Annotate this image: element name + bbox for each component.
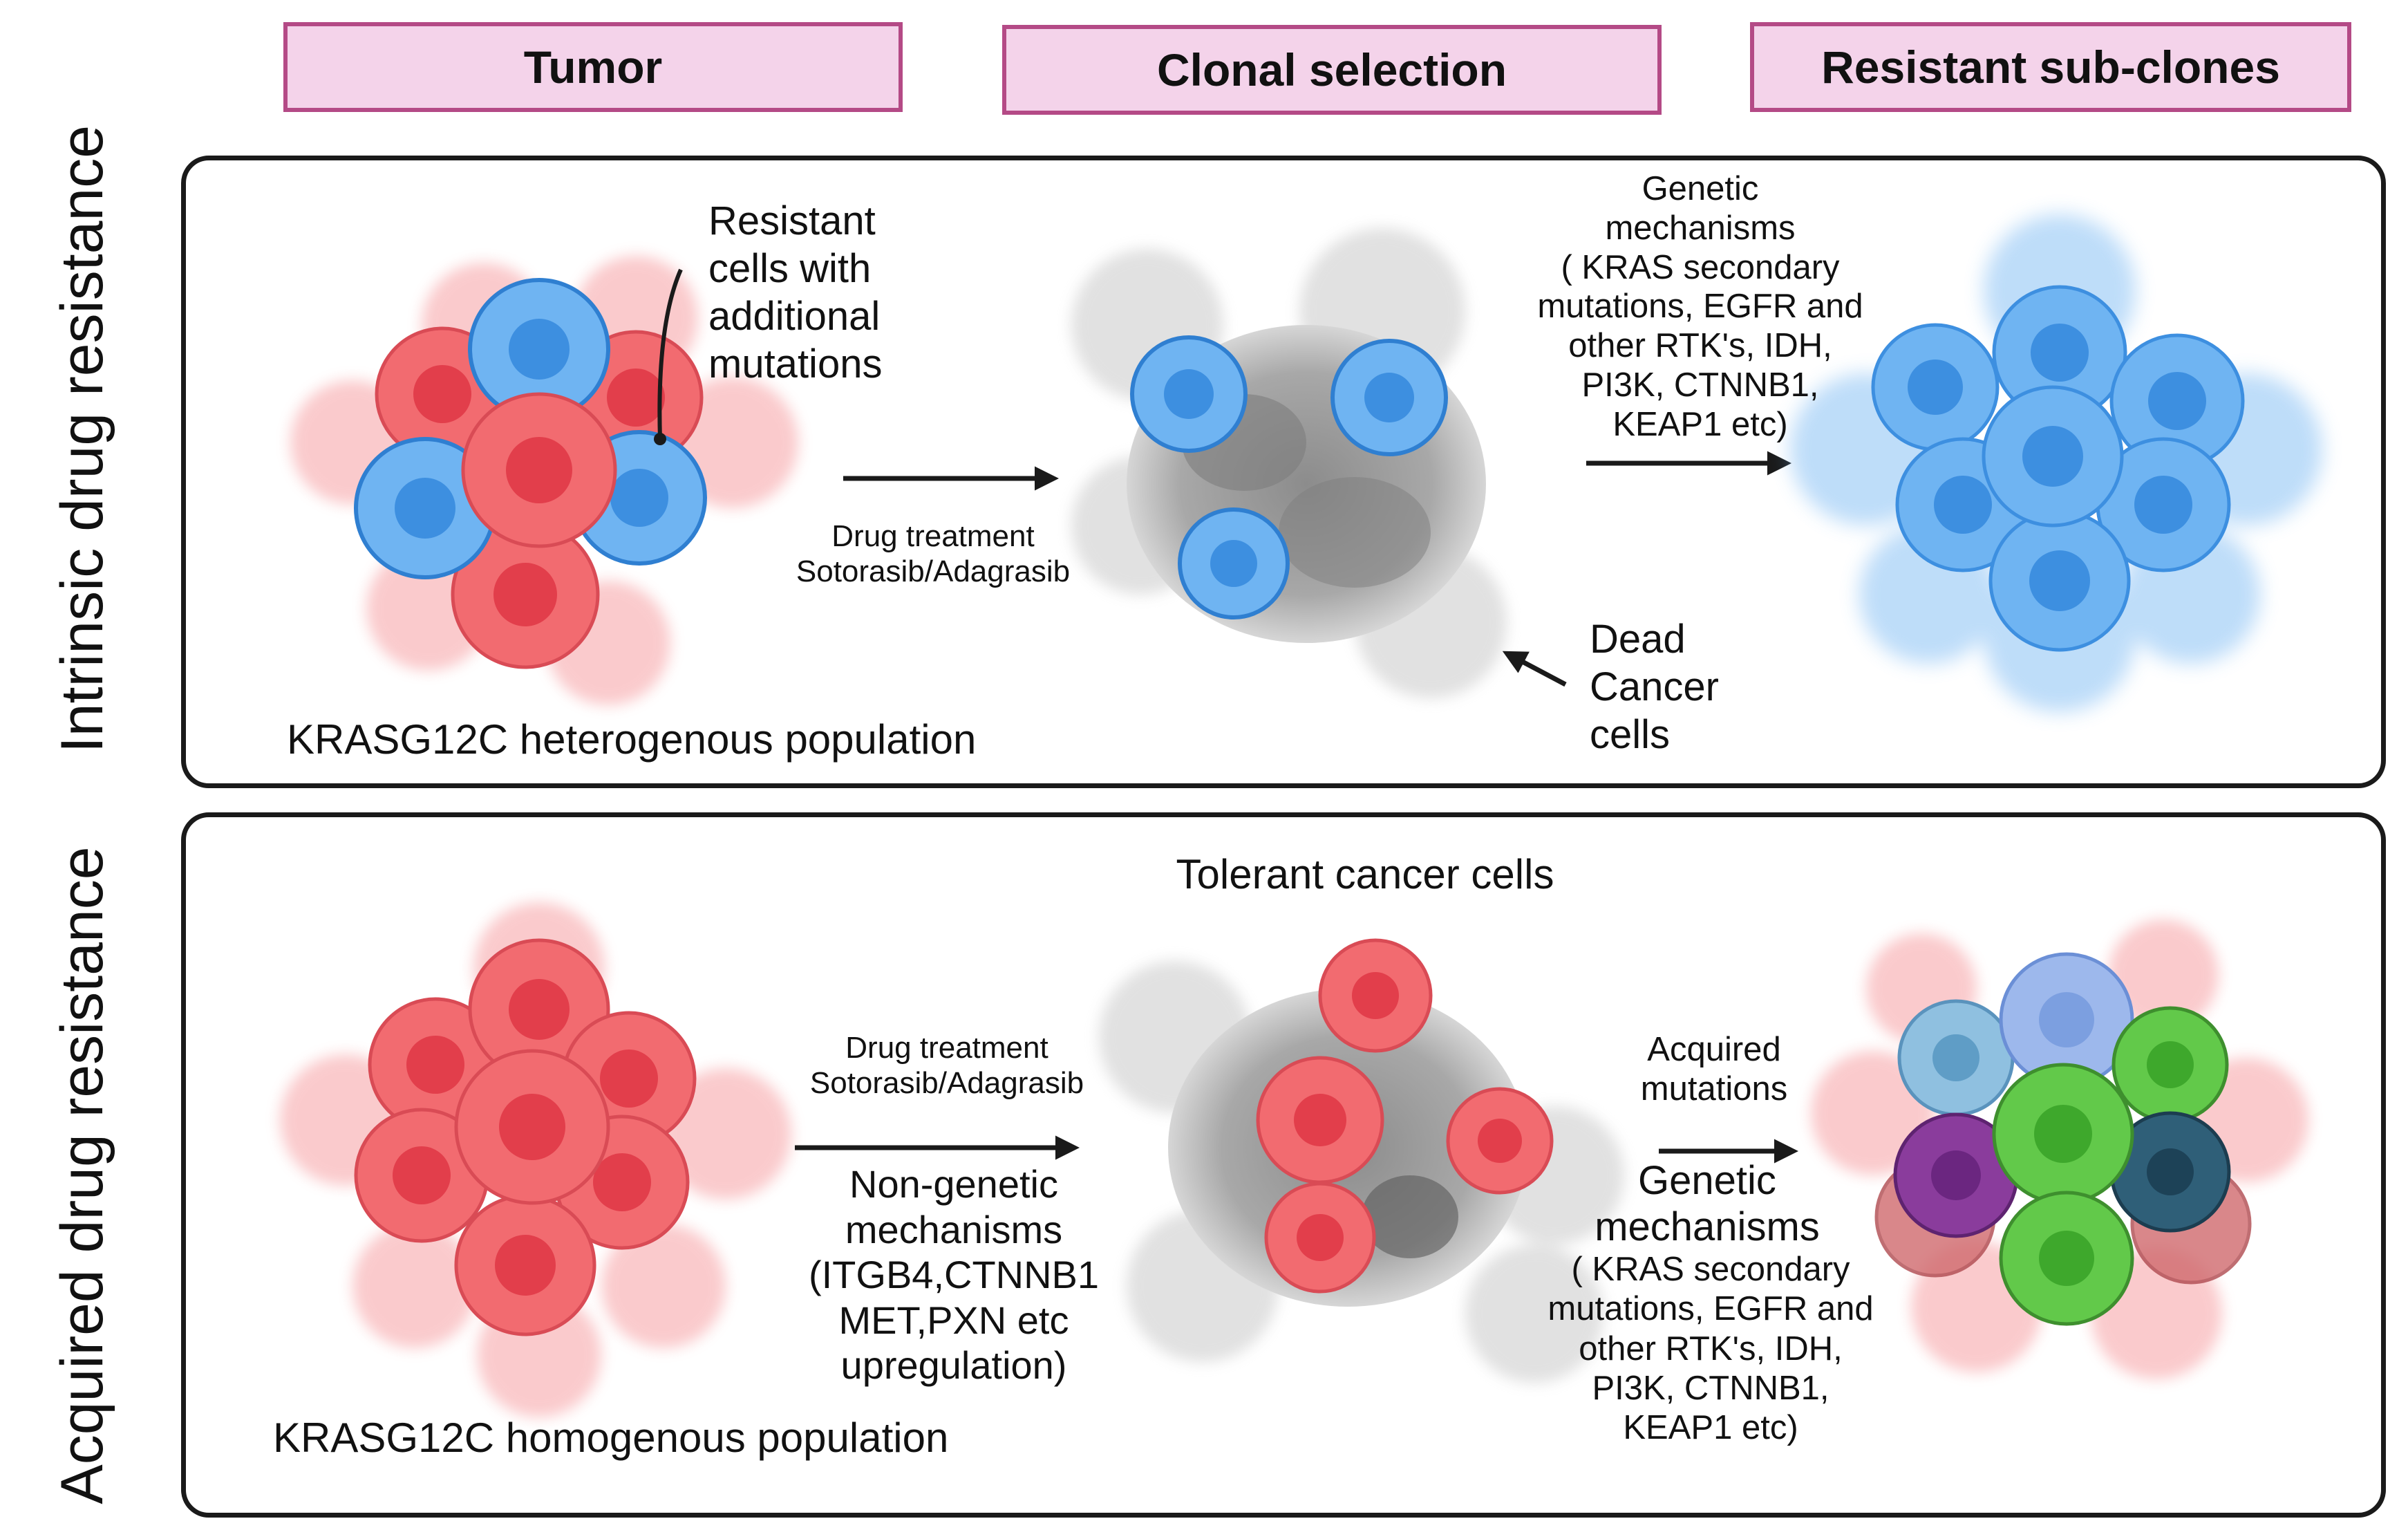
intrinsic-resistant-cluster bbox=[1790, 214, 2322, 712]
acquired-clonal-cluster bbox=[1099, 938, 1624, 1383]
acquired-genetic-mechanisms-title: Genetic mechanisms bbox=[1595, 1158, 1820, 1249]
header-resistant-subclones-label: Resistant sub-clones bbox=[1821, 41, 2280, 93]
resistant-cells-label: Resistant cells with additional mutation… bbox=[708, 198, 883, 387]
acquired-panel bbox=[181, 812, 2386, 1518]
acquired-mutations-label: Acquired mutations bbox=[1640, 1031, 1788, 1108]
acquired-tumor-cluster bbox=[280, 902, 791, 1417]
header-clonal-selection-label: Clonal selection bbox=[1156, 44, 1507, 95]
non-genetic-mechanisms-label: Non-genetic mechanisms (ITGB4,CTNNB1 MET… bbox=[808, 1162, 1100, 1388]
header-tumor: Tumor bbox=[283, 22, 903, 112]
intrinsic-panel bbox=[181, 156, 2386, 788]
tolerant-cancer-cells-label: Tolerant cancer cells bbox=[1176, 851, 1554, 897]
intrinsic-clonal-cluster bbox=[1071, 228, 1507, 698]
acquired-population-label: KRASG12C homogenous population bbox=[273, 1415, 949, 1461]
intrinsic-genetic-mechanisms-label: Genetic mechanisms ( KRAS secondary muta… bbox=[1537, 170, 1863, 443]
acquired-drug-treatment-label: Drug treatment Sotorasib/Adagrasib bbox=[809, 1031, 1084, 1101]
header-clonal-selection: Clonal selection bbox=[1002, 25, 1662, 115]
acquired-resistant-cluster bbox=[1811, 920, 2308, 1379]
dead-cancer-cells-label: Dead Cancer cells bbox=[1590, 617, 1719, 758]
intrinsic-drug-treatment-label: Drug treatment Sotorasib/Adagrasib bbox=[796, 519, 1071, 589]
header-resistant-subclones: Resistant sub-clones bbox=[1750, 22, 2351, 112]
acquired-genetic-mechanisms-details: ( KRAS secondary mutations, EGFR and oth… bbox=[1548, 1251, 1874, 1447]
header-tumor-label: Tumor bbox=[523, 41, 663, 93]
intrinsic-tumor-cluster bbox=[290, 256, 798, 705]
intrinsic-population-label: KRASG12C heterogenous population bbox=[287, 716, 977, 763]
